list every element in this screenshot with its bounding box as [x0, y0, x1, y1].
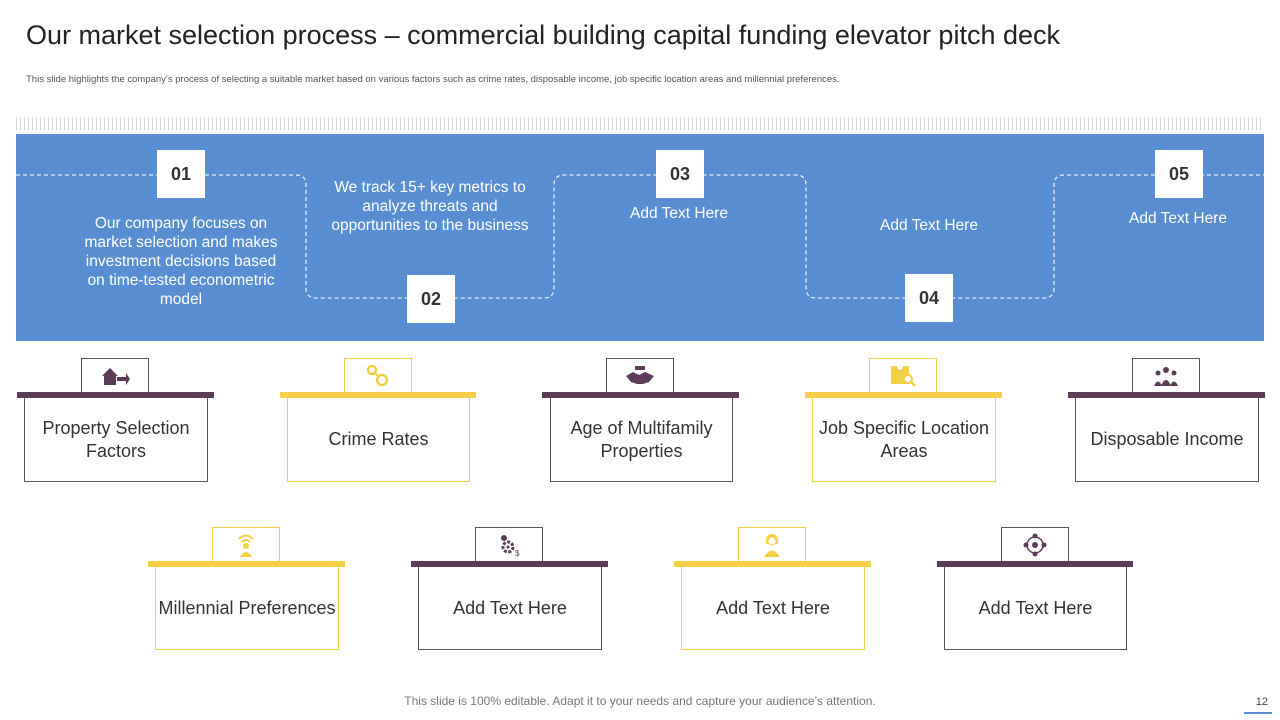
woman-icon — [738, 527, 806, 561]
page-number-underline — [1244, 712, 1272, 714]
slide-subtitle: This slide highlights the company’s proc… — [26, 74, 840, 85]
factor-label: Disposable Income — [1075, 398, 1259, 482]
house-arrow-icon — [81, 358, 149, 392]
footer-note: This slide is 100% editable. Adapt it to… — [404, 694, 876, 708]
factor-card-add-text-3: Add Text Here — [937, 527, 1133, 650]
factor-label: Millennial Preferences — [155, 567, 339, 650]
location-search-icon — [869, 358, 937, 392]
process-banner: 01 02 03 04 05 Our company focuses on ma… — [16, 134, 1264, 341]
step-text-02: We track 15+ key metrics to analyze thre… — [331, 179, 529, 234]
step-text-05: Add Text Here — [1129, 210, 1227, 227]
factor-label: Job Specific Location Areas — [812, 398, 996, 482]
handshake-building-icon — [606, 358, 674, 392]
step-number-02: 02 — [407, 275, 455, 323]
hatch-divider — [16, 117, 1264, 130]
step-number-04: 04 — [905, 274, 953, 322]
factor-label: Add Text Here — [681, 567, 865, 650]
svg-text:$: $ — [515, 549, 520, 557]
factor-label: Property Selection Factors — [24, 398, 208, 482]
factor-card-job-location: Job Specific Location Areas — [805, 358, 1002, 482]
step-text-04: Add Text Here — [880, 217, 978, 234]
factor-card-age-multifamily: Age of Multifamily Properties — [542, 358, 739, 482]
factor-card-disposable-income: Disposable Income — [1068, 358, 1265, 482]
factor-card-add-text-1: $ Add Text Here — [411, 527, 608, 650]
handcuffs-icon — [344, 358, 412, 392]
network-icon — [1001, 527, 1069, 561]
step-number-05: 05 — [1155, 150, 1203, 198]
factor-card-millennial: Millennial Preferences — [148, 527, 345, 650]
step-text-03: Add Text Here — [630, 205, 728, 222]
factor-label: Add Text Here — [944, 567, 1127, 650]
person-wifi-icon — [212, 527, 280, 561]
money-gear-icon: $ — [475, 527, 543, 561]
step-text-01: Our company focuses on market selection … — [84, 215, 278, 308]
factor-card-property-selection: Property Selection Factors — [17, 358, 214, 482]
team-icon — [1132, 358, 1200, 392]
slide-title: Our market selection process – commercia… — [26, 20, 1061, 50]
step-number-01: 01 — [157, 150, 205, 198]
factor-label: Crime Rates — [287, 398, 470, 482]
factor-label: Age of Multifamily Properties — [550, 398, 733, 482]
factor-label: Add Text Here — [418, 567, 602, 650]
factor-card-add-text-2: Add Text Here — [674, 527, 871, 650]
step-number-03: 03 — [656, 150, 704, 198]
page-number: 12 — [1255, 696, 1268, 708]
factor-card-crime-rates: Crime Rates — [280, 358, 476, 482]
